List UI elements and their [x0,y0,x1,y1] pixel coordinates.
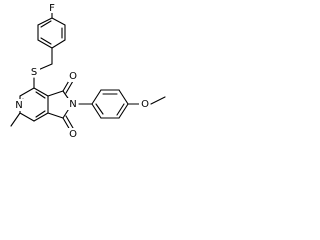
bond [19,112,35,122]
bond [51,17,66,26]
bond [37,17,53,26]
aromatic-bond [116,103,125,116]
carbonyl-oxygen-top: O [69,71,77,82]
bond [51,39,66,49]
imide-nitrogen-atom: N [69,99,76,110]
bond [118,89,129,105]
aromatic-bond [40,37,52,45]
molecule-drawing: F S N O [10,2,166,140]
bond [47,90,64,97]
bond [33,112,49,122]
label-bg [13,99,25,111]
bond [10,112,21,127]
bond [91,89,102,105]
label-bg [139,98,151,110]
ether-oxygen-atom: O [141,99,149,110]
bond [65,80,74,94]
bond [91,103,102,119]
chemical-structure: F S N O [0,0,173,175]
bond [33,87,49,97]
aromatic-bond [35,91,46,99]
aromatic-bond [35,110,46,118]
label-bg [67,98,79,110]
bond [118,103,129,119]
bond [19,87,35,97]
pyridine-nitrogen-atom: N [15,100,22,111]
fluorine-atom: F [49,3,55,14]
aromatic-bond [40,20,52,28]
bond [37,63,53,71]
aromatic-bond [95,103,104,115]
bond [150,96,166,105]
bond [47,112,64,119]
sulfur-atom: S [31,67,37,78]
label-bg [68,70,79,82]
bond [65,115,74,129]
label-bg [68,128,79,140]
label-bg [30,66,40,78]
carbonyl-oxygen-bottom: O [69,129,77,140]
bond [37,39,53,49]
label-bg [46,2,58,13]
